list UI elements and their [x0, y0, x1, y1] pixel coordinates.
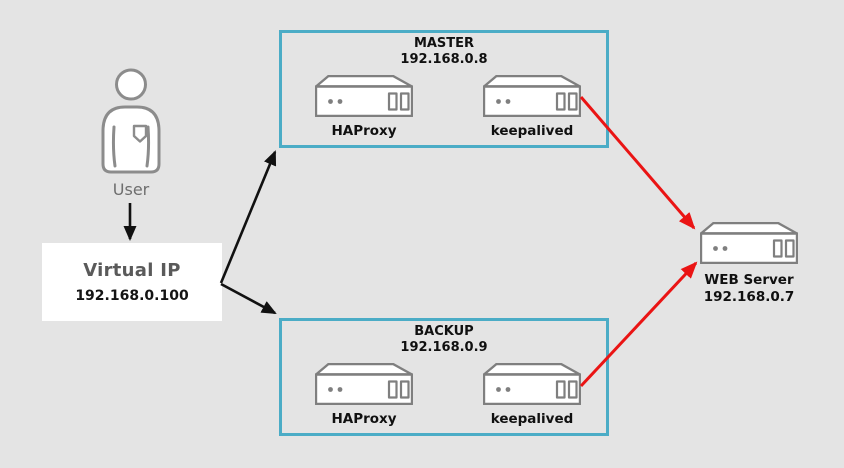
- web-server-label: WEB Server 192.168.0.7: [690, 272, 808, 306]
- server-icon: [314, 74, 414, 118]
- server-icon: [699, 221, 799, 265]
- backup-group-box: BACKUP 192.168.0.9 HAProxy keepalived: [279, 318, 609, 436]
- backup-ip: 192.168.0.9: [400, 340, 488, 355]
- backup-haproxy-node: HAProxy: [314, 362, 414, 427]
- master-haproxy-node: HAProxy: [314, 74, 414, 139]
- user-icon: [101, 68, 161, 174]
- master-keepalived-node: keepalived: [482, 74, 582, 139]
- server-icon: [314, 362, 414, 406]
- backup-title: BACKUP: [414, 324, 474, 339]
- backup-haproxy-label: HAProxy: [331, 411, 397, 427]
- master-group-box: MASTER 192.168.0.8 HAProxy keepalived: [279, 30, 609, 148]
- virtual-ip-box: Virtual IP 192.168.0.100: [42, 243, 222, 321]
- backup-keepalived-label: keepalived: [490, 411, 574, 427]
- master-group-title: MASTER 192.168.0.8: [282, 36, 606, 68]
- web-server-ip: 192.168.0.7: [703, 289, 795, 305]
- virtual-ip-address: 192.168.0.100: [75, 288, 189, 304]
- server-icon: [482, 74, 582, 118]
- master-ip: 192.168.0.8: [400, 52, 488, 67]
- virtual-ip-to-master-arrow: [219, 150, 277, 284]
- web-server-node: WEB Server 192.168.0.7: [690, 221, 808, 306]
- backup-group-title: BACKUP 192.168.0.9: [282, 324, 606, 356]
- server-icon: [482, 362, 582, 406]
- virtual-ip-to-backup-arrow: [220, 282, 277, 315]
- master-title: MASTER: [413, 36, 475, 51]
- virtual-ip-title: Virtual IP: [83, 260, 181, 281]
- user-node: User: [95, 68, 167, 199]
- backup-keepalived-node: keepalived: [482, 362, 582, 427]
- web-server-title: WEB Server: [704, 272, 794, 288]
- master-haproxy-label: HAProxy: [331, 123, 397, 139]
- master-keepalived-label: keepalived: [490, 123, 574, 139]
- user-label: User: [112, 180, 150, 199]
